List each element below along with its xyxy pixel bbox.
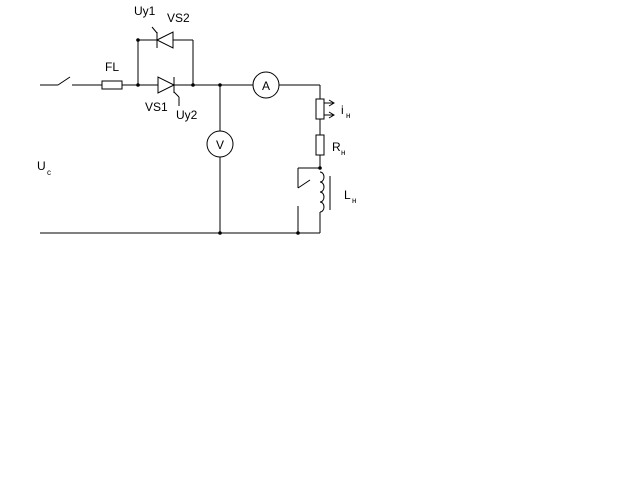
label-source-sub: c xyxy=(47,168,51,177)
label-uy1: Uy1 xyxy=(134,4,156,18)
label-inductor: L xyxy=(344,188,351,202)
label-resistor-sub: н xyxy=(341,148,345,157)
main-switch xyxy=(40,76,102,86)
junction-dot xyxy=(296,231,300,235)
label-source-voltage: U xyxy=(37,159,46,173)
junction-dot xyxy=(318,166,322,170)
load-resistor xyxy=(315,134,325,156)
junction-dot xyxy=(136,83,140,87)
ammeter-a xyxy=(220,71,320,99)
label-current: i xyxy=(341,103,344,117)
voltmeter-v xyxy=(206,85,234,233)
label-resistor: R xyxy=(332,140,341,154)
label-vs1: VS1 xyxy=(145,100,168,114)
thyristor-vs2 xyxy=(137,26,194,85)
label-inductor-sub: н xyxy=(352,196,356,205)
label-current-sub: н xyxy=(346,111,350,120)
current-shunt xyxy=(315,98,325,120)
thyristor-vs1 xyxy=(138,76,220,106)
load-inductor xyxy=(319,171,325,213)
label-ammeter: A xyxy=(262,79,270,93)
junction-dot xyxy=(136,38,140,42)
fuse-fl xyxy=(101,80,138,90)
label-fl: FL xyxy=(105,60,119,74)
label-voltmeter: V xyxy=(216,138,224,152)
junction-dot xyxy=(218,231,222,235)
junction-dot xyxy=(191,83,195,87)
load-branch xyxy=(297,85,335,233)
label-vs2: VS2 xyxy=(167,11,190,25)
label-uy2: Uy2 xyxy=(176,108,198,122)
